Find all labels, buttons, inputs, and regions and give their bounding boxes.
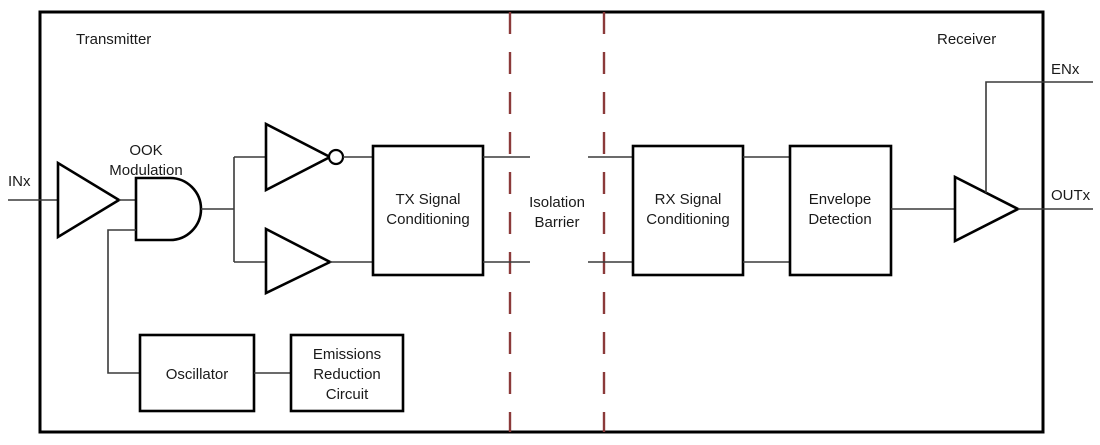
label-pin-inx: INx: [8, 173, 31, 190]
label-rx-signal-conditioning-line1: RX Signal: [655, 191, 722, 208]
buffer-bottom-gate: [264, 226, 333, 296]
device-outline: [38, 10, 1045, 434]
label-emissions-reduction-line1: Emissions: [313, 346, 381, 363]
wire-enx-to-output-buffer-enable: [985, 81, 1093, 193]
label-ook-line1: OOK: [129, 142, 162, 159]
label-transmitter: Transmitter: [76, 31, 151, 48]
block-emissions-reduction-circuit: [289, 333, 405, 413]
inverter-bubble-icon: [327, 148, 345, 166]
label-rx-signal-conditioning-line2: Conditioning: [646, 211, 729, 228]
label-emissions-reduction-line2: Reduction: [313, 366, 381, 383]
wire-oscillator-to-and-input: [107, 229, 140, 374]
label-receiver: Receiver: [937, 31, 996, 48]
label-envelope-detection-line2: Detection: [808, 211, 871, 228]
label-isolation-barrier-line2: Barrier: [534, 214, 579, 231]
block-rx-signal-conditioning: [631, 144, 745, 277]
block-envelope-detection: [788, 144, 893, 277]
block-tx-signal-conditioning: [371, 144, 485, 277]
label-isolation-barrier-line1: Isolation: [529, 194, 585, 211]
label-emissions-reduction-line3: Circuit: [326, 386, 369, 403]
input-buffer-gate: [56, 160, 122, 240]
label-tx-signal-conditioning-line2: Conditioning: [386, 211, 469, 228]
label-oscillator: Oscillator: [166, 366, 229, 383]
inverter-top-gate: [264, 121, 333, 193]
label-pin-enx: ENx: [1051, 61, 1080, 78]
label-tx-signal-conditioning-line1: TX Signal: [395, 191, 460, 208]
and-gate: [134, 176, 203, 242]
label-ook-line2: Modulation: [109, 162, 182, 179]
label-envelope-detection-line1: Envelope: [809, 191, 872, 208]
label-pin-outx: OUTx: [1051, 187, 1091, 204]
block-oscillator: [138, 333, 256, 413]
